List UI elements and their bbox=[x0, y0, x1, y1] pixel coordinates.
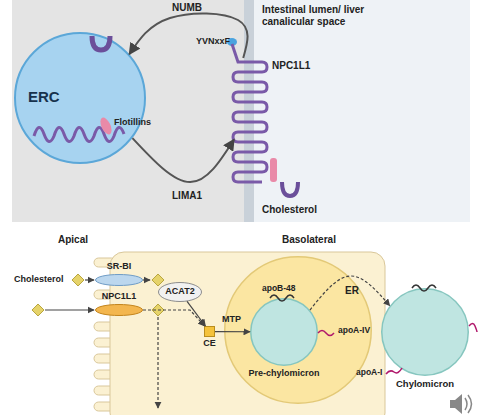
cytoplasm-panel bbox=[12, 0, 244, 222]
lipoprotein-particle: Chylomicron bbox=[381, 288, 469, 376]
ester-square: CE bbox=[204, 326, 215, 337]
flux-arrow bbox=[157, 317, 158, 408]
protein-label: apoB-48 bbox=[262, 284, 296, 294]
transporter-protein: NPC1L1 bbox=[234, 58, 270, 186]
lumen-panel bbox=[254, 0, 470, 222]
microvillus bbox=[94, 354, 116, 363]
connector-arrow bbox=[132, 138, 234, 182]
flotillin-shape bbox=[98, 116, 114, 136]
node-label: NPC1L1 bbox=[89, 291, 149, 301]
apolipoprotein-squiggle bbox=[412, 285, 436, 291]
flux-arrow bbox=[143, 279, 150, 280]
apolipoprotein-squiggle bbox=[469, 324, 477, 333]
transporter-protein-outline bbox=[95, 304, 143, 316]
node-label: Pre-chylomicron bbox=[234, 368, 334, 378]
node-label: Chylomicron bbox=[371, 379, 478, 390]
molecule-label: Cholesterol bbox=[14, 274, 64, 284]
side-label: Basolateral bbox=[282, 234, 336, 246]
enterocyte-cell bbox=[110, 252, 385, 415]
connector-arrow bbox=[143, 310, 205, 326]
apolipoprotein-squiggle bbox=[270, 295, 294, 301]
er-compartment-shape bbox=[225, 257, 372, 404]
lipoprotein-particle: Pre-chylomicron bbox=[250, 298, 318, 366]
edge-label: LIMA1 bbox=[172, 190, 202, 202]
connector-arrow bbox=[215, 331, 250, 332]
connector-arrow bbox=[129, 13, 247, 58]
lipoprotein-particle-outline bbox=[250, 298, 318, 366]
microvillus bbox=[94, 370, 116, 379]
microvillus bbox=[94, 402, 116, 411]
lipoprotein-particle-outline bbox=[381, 288, 469, 376]
edge-label: NUMB bbox=[172, 2, 202, 14]
cholesterol-diamond bbox=[32, 304, 44, 316]
edge-label: MTP bbox=[222, 314, 241, 324]
endosome-circle: ERC bbox=[14, 32, 146, 164]
enzyme-ellipse: ACAT2 bbox=[158, 282, 202, 302]
cholesterol-symbol bbox=[282, 182, 298, 196]
speaker-icon bbox=[465, 395, 472, 413]
cholesterol-diamond bbox=[72, 274, 84, 286]
node-label: ER bbox=[345, 285, 369, 297]
adaptor-protein bbox=[92, 36, 110, 50]
transporter-protein-shape bbox=[96, 305, 143, 316]
side-label: Apical bbox=[58, 234, 88, 246]
lipoprotein-particle-shape bbox=[382, 289, 469, 376]
molecule-label: Cholesterol bbox=[262, 204, 317, 216]
protein-label: apoA-I bbox=[356, 368, 382, 378]
endosomal-transporter bbox=[34, 127, 124, 141]
plasma-membrane bbox=[244, 0, 254, 222]
speaker-icon bbox=[450, 394, 462, 414]
receptor-protein-shape bbox=[96, 275, 143, 286]
flux-arrow bbox=[85, 279, 94, 280]
endosome-circle-shape bbox=[15, 33, 145, 163]
microvillus bbox=[94, 338, 116, 347]
flux-arrow bbox=[45, 309, 94, 310]
membrane-transporter bbox=[232, 44, 267, 182]
apolipoprotein-squiggle bbox=[386, 368, 402, 374]
node-label: CE bbox=[197, 338, 222, 348]
cholesterol-diamond bbox=[152, 304, 164, 316]
apolipoprotein-squiggle bbox=[318, 331, 334, 336]
node-label: ACAT2 bbox=[158, 286, 202, 296]
protein-label: Flotillins bbox=[114, 117, 151, 127]
node-label: SR-BI bbox=[89, 261, 149, 271]
receptor-protein: SR-BI bbox=[95, 274, 143, 286]
enzyme-ellipse-shape bbox=[159, 283, 202, 302]
cholesterol-diamond bbox=[152, 274, 164, 286]
connector-arrow bbox=[187, 301, 205, 326]
microvillus bbox=[94, 322, 116, 331]
connector-arrow bbox=[310, 276, 390, 310]
transporter-protein: NPC1L1 bbox=[95, 304, 143, 316]
motif-label: YVNxxF bbox=[196, 36, 230, 46]
region-label: Intestinal lumen/ liver canalicular spac… bbox=[262, 4, 374, 27]
node-label: NPC1L1 bbox=[272, 60, 322, 72]
receptor-protein-outline bbox=[95, 274, 143, 286]
microvillus bbox=[94, 386, 116, 395]
sterol-domain bbox=[270, 158, 277, 182]
node-label: ERC bbox=[28, 88, 88, 105]
lipoprotein-particle-shape bbox=[251, 299, 318, 366]
protein-label: apoA-IV bbox=[338, 326, 370, 336]
